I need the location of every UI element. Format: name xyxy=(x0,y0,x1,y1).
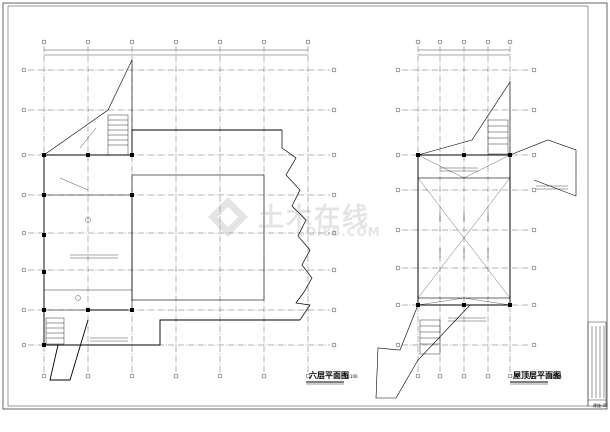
grid-bubble xyxy=(395,187,401,193)
grid-bubble xyxy=(531,187,537,193)
grid-bubble xyxy=(305,39,311,45)
grid-bubble xyxy=(461,373,467,379)
grid-bubble xyxy=(331,342,337,348)
grid-bubble xyxy=(531,265,537,271)
grid-bubble xyxy=(437,39,443,45)
grid-bubble xyxy=(331,67,337,73)
grid-bubble xyxy=(331,192,337,198)
grid-bubble xyxy=(531,152,537,158)
grid-bubble xyxy=(85,39,91,45)
grid-bubble xyxy=(331,307,337,313)
grid-bubble xyxy=(395,302,401,308)
sheet-border xyxy=(2,2,608,410)
right-plan-walls xyxy=(375,80,577,399)
grid-bubble xyxy=(507,39,513,45)
grid-bubble xyxy=(395,152,401,158)
grid-bubble xyxy=(485,373,491,379)
left-plan-title: 六层平面图 xyxy=(309,371,349,380)
title-underlines xyxy=(306,381,548,385)
grid-bubble xyxy=(531,67,537,73)
grid-bubble xyxy=(261,373,267,379)
grid-bubble xyxy=(461,39,467,45)
grid-bubble xyxy=(217,39,223,45)
grid-bubble xyxy=(531,342,537,348)
grid-bubble xyxy=(395,342,401,348)
right-stair xyxy=(419,119,509,355)
grid-bubble xyxy=(331,152,337,158)
grid-bubble xyxy=(395,67,401,73)
grid-bubble xyxy=(85,373,91,379)
grid-bubble xyxy=(261,39,267,45)
grid-bubble xyxy=(21,107,27,113)
left-columns xyxy=(42,153,134,347)
grid-bubble xyxy=(217,373,223,379)
grid-bubble xyxy=(21,152,27,158)
grid-bubble xyxy=(21,267,27,273)
right-notes xyxy=(440,167,568,322)
grid-bubble xyxy=(331,267,337,273)
grid-bubble xyxy=(41,39,47,45)
grid-bubble xyxy=(129,373,135,379)
grid-bubble xyxy=(21,67,27,73)
grid-bubble xyxy=(21,230,27,236)
grid-bubble xyxy=(129,39,135,45)
grid-bubble xyxy=(395,265,401,271)
left-plan-grid xyxy=(21,39,337,379)
grid-bubble xyxy=(21,307,27,313)
title-block-label: 建施-06 xyxy=(593,403,608,408)
left-plan-walls xyxy=(43,59,313,381)
inner-border xyxy=(7,5,589,407)
left-notes xyxy=(59,127,128,342)
grid-bubble xyxy=(21,192,27,198)
grid-bubble xyxy=(331,107,337,113)
grid-bubble xyxy=(415,39,421,45)
right-drains xyxy=(439,212,489,258)
grid-bubble xyxy=(173,373,179,379)
grid-bubble xyxy=(531,107,537,113)
right-plan-scale: 1:100 xyxy=(550,374,562,379)
grid-bubble xyxy=(395,227,401,233)
grid-bubble xyxy=(21,342,27,348)
grid-bubble xyxy=(173,39,179,45)
grid-bubble xyxy=(41,373,47,379)
grid-bubble xyxy=(305,373,311,379)
right-plan-grid xyxy=(395,39,537,379)
left-plan-scale: 1:100 xyxy=(346,374,358,379)
right-columns xyxy=(416,153,512,307)
grid-bubble xyxy=(485,39,491,45)
title-block-frame xyxy=(587,321,607,407)
grid-bubble xyxy=(531,227,537,233)
grid-bubble xyxy=(395,107,401,113)
grid-bubble xyxy=(531,302,537,308)
grid-bubble xyxy=(507,373,513,379)
left-stair xyxy=(45,114,129,345)
grid-bubble xyxy=(437,373,443,379)
grid-bubble xyxy=(415,373,421,379)
right-plan-title: 屋顶层平面图 xyxy=(513,371,561,380)
grid-bubble xyxy=(331,230,337,236)
